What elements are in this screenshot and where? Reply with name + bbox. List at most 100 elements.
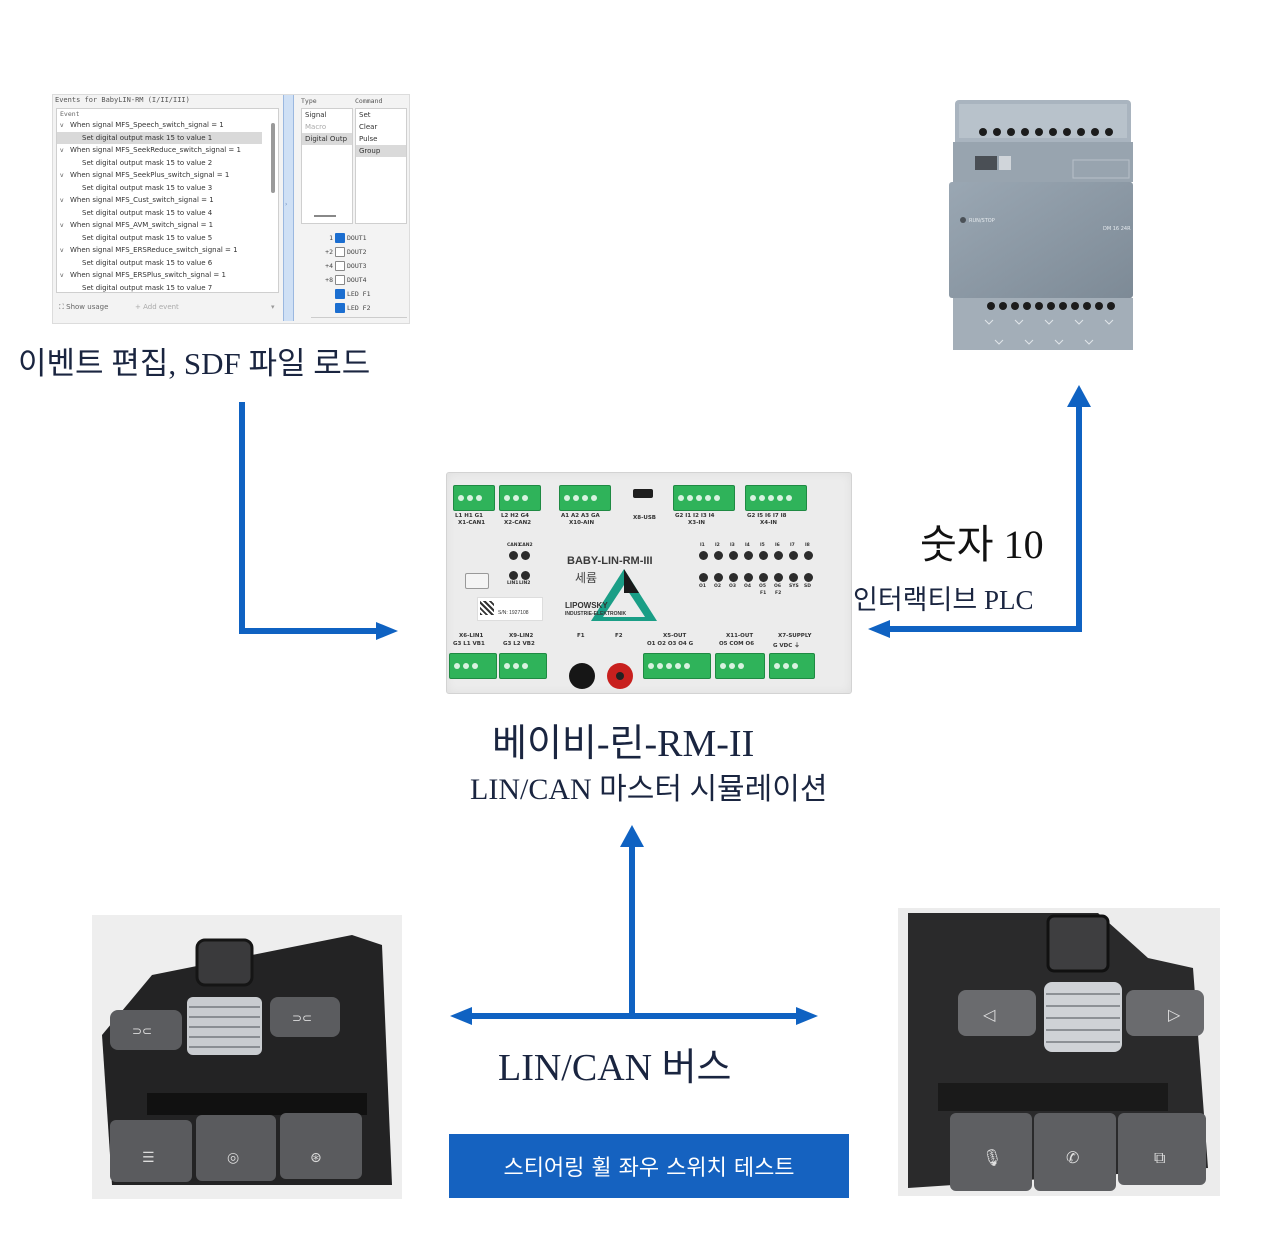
output-weight: +8 <box>325 276 333 284</box>
output-checkbox[interactable] <box>335 233 345 243</box>
arrow-head-right-icon <box>376 622 398 640</box>
arrow-head-up-icon <box>620 825 644 847</box>
command-option[interactable]: Clear <box>359 123 378 131</box>
event-list-scrollbar[interactable] <box>271 123 275 193</box>
led-label: CAN2 <box>519 543 533 548</box>
led-label: I1 <box>700 543 705 548</box>
seek-plus-icon: ⊃⊂ <box>292 1011 312 1025</box>
output-checkbox-row[interactable]: LED F2 <box>315 301 405 315</box>
brand-label: LIPOWSKY <box>565 601 608 610</box>
led-label: O3 <box>729 584 736 589</box>
status-led <box>521 571 530 580</box>
test-banner: 스티어링 휠 좌우 스위치 테스트 <box>449 1134 849 1198</box>
event-action-row[interactable]: Set digital output mask 15 to value 4 <box>82 209 213 217</box>
arrow-head-left-icon <box>450 1007 472 1025</box>
menu-icon: ☰ <box>142 1150 155 1166</box>
output-weight: +2 <box>325 248 333 256</box>
chevron-down-icon[interactable]: v <box>60 197 64 204</box>
connector-label: X1-CAN1 <box>458 520 486 526</box>
type-option[interactable]: Macro <box>305 123 327 131</box>
serial-number: S/N: 1927108 <box>498 610 529 616</box>
panel-splitter[interactable]: › <box>283 95 294 321</box>
add-event-button[interactable]: + Add event <box>135 303 179 311</box>
event-action-row[interactable]: Set digital output mask 15 to value 5 <box>82 234 213 242</box>
output-checkbox[interactable] <box>335 275 345 285</box>
type-option[interactable]: Digital Outp <box>302 133 352 145</box>
event-action-row[interactable]: Set digital output mask 15 to value 7 <box>82 284 213 292</box>
output-checkbox-row[interactable]: LED F1 <box>315 287 405 301</box>
output-weight: +4 <box>325 262 333 270</box>
output-led <box>804 573 813 582</box>
status-led <box>509 571 518 580</box>
chevron-down-icon[interactable]: v <box>60 122 64 129</box>
terminal-block <box>715 653 765 679</box>
software-caption: 이벤트 편집, SDF 파일 로드 <box>18 346 371 381</box>
led-label: I4 <box>745 543 750 548</box>
chevron-down-icon[interactable]: v <box>60 272 64 279</box>
device-model-label: BABY-LIN-RM-III <box>567 555 653 567</box>
output-checkbox[interactable] <box>335 303 345 313</box>
arrow-head-left-icon <box>868 620 890 638</box>
terminal-block <box>745 485 807 511</box>
led-label: O1 <box>699 584 706 589</box>
output-checkbox[interactable] <box>335 247 345 257</box>
output-checkbox[interactable] <box>335 289 345 299</box>
led-label: O4 <box>744 584 751 589</box>
led-label: SYS <box>789 584 799 589</box>
plc-caption: 인터랙티브 PLC <box>853 585 1034 615</box>
event-action-row[interactable]: Set digital output mask 15 to value 3 <box>82 184 213 192</box>
seek-minus-icon: ⊃⊂ <box>132 1024 152 1038</box>
command-option[interactable]: Set <box>359 111 371 119</box>
input-led <box>714 551 723 560</box>
output-checkbox[interactable] <box>335 261 345 271</box>
event-action-row[interactable]: Set digital output mask 15 to value 1 <box>57 132 262 144</box>
show-usage-button[interactable]: ⛶ Show usage <box>59 303 109 311</box>
sd-slot-icon <box>465 573 489 589</box>
arrow-bus-vertical <box>629 845 635 1017</box>
connector-label: X4-IN <box>760 520 777 526</box>
input-led <box>774 551 783 560</box>
arrow-software-horizontal <box>239 628 379 634</box>
connector-label: X2-CAN2 <box>504 520 532 526</box>
chevron-down-icon[interactable]: v <box>60 172 64 179</box>
led-label: I6 <box>775 543 780 548</box>
chevron-down-icon[interactable]: v <box>60 222 64 229</box>
dropdown-icon[interactable]: ▾ <box>271 303 275 311</box>
event-action-row[interactable]: Set digital output mask 15 to value 6 <box>82 259 213 267</box>
command-option[interactable]: Pulse <box>359 135 378 143</box>
connector-label: X3-IN <box>688 520 705 526</box>
command-option[interactable]: Group <box>356 145 406 157</box>
steering-assist-icon: ⊛ <box>310 1150 322 1166</box>
connector-label: X6-LIN1 <box>459 633 484 639</box>
terminal-block <box>643 653 711 679</box>
connector-label: X11-OUT <box>726 633 754 639</box>
arrow-bus-horizontal <box>466 1013 800 1019</box>
terminal-block <box>449 653 497 679</box>
chevron-down-icon[interactable]: v <box>60 247 64 254</box>
event-action-row[interactable]: Set digital output mask 15 to value 2 <box>82 159 213 167</box>
type-list-scrollbar[interactable] <box>314 215 336 217</box>
chevron-down-icon[interactable]: v <box>60 147 64 154</box>
steering-switch-right-image: ◁ ▷ 🎙 ✆ ⧉ <box>898 908 1220 1196</box>
arrow-plc-vertical <box>1076 404 1082 632</box>
plc-run-stop-label: RUN/STOP <box>969 218 995 224</box>
type-option[interactable]: Signal <box>305 111 327 119</box>
avm-icon: ◎ <box>227 1150 239 1166</box>
connector-label: X9-LIN2 <box>509 633 534 639</box>
terminal-block <box>769 653 815 679</box>
